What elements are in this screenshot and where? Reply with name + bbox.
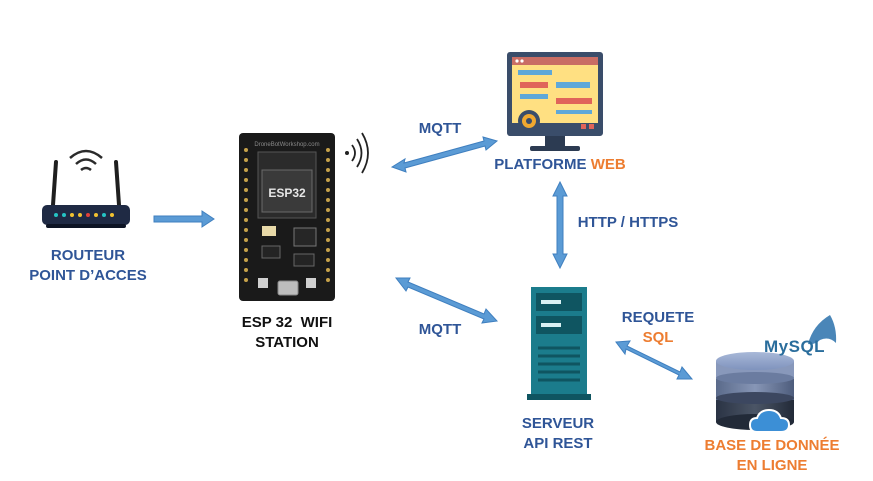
arrow-platform-server xyxy=(552,180,568,270)
server-label-line2: API REST xyxy=(523,435,593,452)
arrow-esp32-platform xyxy=(390,136,499,173)
esp32-chip-label: ESP32 xyxy=(268,186,306,200)
requete-sql-label: REQUETE SQL xyxy=(608,308,708,348)
wifi-signal-icon xyxy=(345,132,369,174)
cloud-icon xyxy=(748,408,791,433)
mysql-logo-text: MySQL xyxy=(764,337,825,356)
router-label-line1: ROUTEUR xyxy=(50,247,126,264)
esp32-label: ESP 32 WIFI STATION xyxy=(217,313,357,353)
router-label-line2: POINT D’ACCES xyxy=(29,267,147,284)
server-label-line1: SERVEUR xyxy=(521,415,595,432)
database-label: BASE DE DONNÉE EN LIGNE xyxy=(687,436,857,476)
web-platform-icon xyxy=(507,52,603,151)
esp32-board-icon: ESP32 DroneBotWorkshop.com xyxy=(239,133,335,301)
esp32-label-line1: ESP 32 WIFI xyxy=(241,314,333,331)
router-label: ROUTEUR POINT D’ACCES xyxy=(28,246,148,286)
router-icon xyxy=(42,149,130,228)
server-icon xyxy=(527,287,591,400)
platform-label: PLATFORME WEB xyxy=(480,155,640,175)
mqtt-top-label: MQTT xyxy=(418,120,462,137)
platform-label-highlight: WEB xyxy=(590,156,626,173)
database-label-line1: BASE DE DONNÉE xyxy=(704,437,840,454)
server-label: SERVEUR API REST xyxy=(503,414,613,454)
mysql-logo: MySQL xyxy=(764,315,837,356)
requete-label: REQUETE xyxy=(621,309,695,326)
esp32-label-line2: STATION xyxy=(255,334,319,351)
arrow-esp32-server xyxy=(394,277,499,324)
database-icon xyxy=(716,352,794,430)
arrow-server-database xyxy=(615,340,694,380)
mqtt-bottom-label: MQTT xyxy=(418,321,462,338)
platform-label-text: PLATFORME xyxy=(494,156,591,173)
database-label-line2: EN LIGNE xyxy=(736,457,808,474)
sql-label: SQL xyxy=(642,329,674,346)
esp32-silk-text: DroneBotWorkshop.com xyxy=(254,142,319,148)
http-label: HTTP / HTTPS xyxy=(577,214,679,231)
arrow-router-to-esp32 xyxy=(153,210,215,228)
